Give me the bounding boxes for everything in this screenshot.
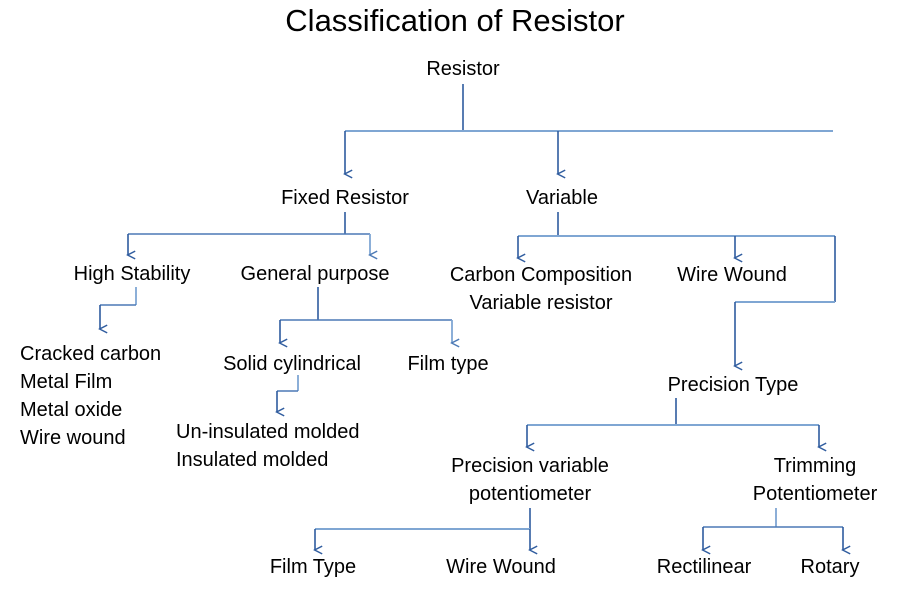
node-resistor[interactable]: Resistor — [426, 58, 500, 80]
edge-trimming-to-children — [703, 508, 843, 550]
edge-precision-type-to-children — [527, 398, 819, 447]
node-rotary[interactable]: Rotary — [800, 556, 860, 578]
node-film-type-precision[interactable]: Film Type — [269, 556, 357, 578]
node-wire-wound-precision[interactable]: Wire Wound — [446, 556, 556, 578]
node-precision-type[interactable]: Precision Type — [667, 374, 799, 396]
page-title: Classification of Resistor — [285, 3, 625, 38]
node-variable[interactable]: Variable — [526, 187, 598, 209]
node-trimming-potentiometer[interactable]: Trimming Potentiometer — [752, 455, 878, 505]
node-high-stability-types[interactable]: Cracked carbon Metal Film Metal oxide Wi… — [20, 343, 162, 449]
node-general-purpose[interactable]: General purpose — [240, 263, 390, 285]
node-film-type-fixed[interactable]: Film type — [407, 353, 489, 375]
edge-solid-cylindrical-to-molded — [277, 375, 299, 412]
node-rectilinear[interactable]: Rectilinear — [656, 556, 752, 578]
node-fixed-resistor[interactable]: Fixed Resistor — [281, 187, 409, 209]
node-precision-variable-potentiometer[interactable]: Precision variable potentiometer — [451, 455, 609, 505]
edge-variable-to-children — [518, 212, 835, 258]
edge-precision-variable-to-children — [315, 508, 530, 550]
node-wire-wound-variable[interactable]: Wire Wound — [677, 264, 787, 286]
edge-general-purpose-to-children — [280, 287, 452, 343]
edge-fixed-to-children — [128, 212, 370, 255]
node-carbon-composition-variable-resistor[interactable]: Carbon Composition Variable resistor — [449, 264, 633, 314]
node-molded-types[interactable]: Un-insulated molded Insulated molded — [176, 421, 360, 471]
edge-root-to-level2 — [345, 84, 833, 174]
node-high-stability[interactable]: High Stability — [73, 263, 191, 285]
edge-high-stability-to-list — [100, 287, 137, 329]
node-solid-cylindrical[interactable]: Solid cylindrical — [223, 353, 361, 375]
edge-variable-to-precision-type — [735, 236, 836, 366]
